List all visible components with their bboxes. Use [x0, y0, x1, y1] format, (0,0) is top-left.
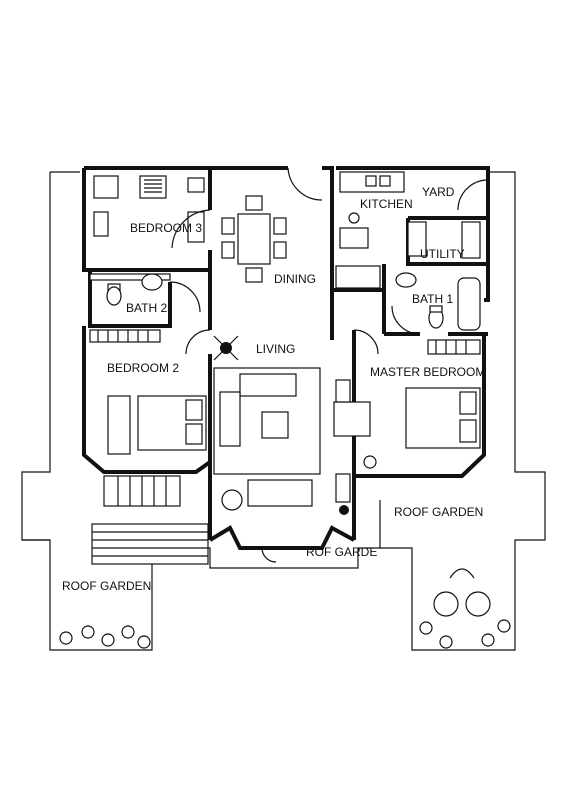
wardrobe-master — [427, 339, 481, 355]
chair-icon — [433, 568, 491, 617]
label-living: LIVING — [256, 342, 295, 356]
label-utility: UTILITY — [420, 247, 465, 261]
bath2-fixtures — [106, 273, 163, 306]
label-dining: DINING — [274, 272, 316, 286]
label-bath2: BATH 2 — [126, 301, 167, 315]
tree-icon — [59, 619, 511, 649]
bathtub-icon — [457, 277, 481, 331]
toilet-icon — [106, 286, 122, 306]
sink-icon — [141, 273, 163, 291]
door-swing-icon — [169, 167, 489, 563]
label-roof-garden-left: ROOF GARDEN — [62, 579, 151, 593]
sofa-icon — [213, 367, 351, 511]
label-bedroom2: BEDROOM 2 — [107, 361, 179, 375]
label-bath1: BATH 1 — [412, 292, 453, 306]
stair-icon — [91, 475, 209, 565]
sink-icon — [395, 272, 417, 288]
plant-icon — [213, 335, 349, 515]
label-roof-garden-right: ROOF GARDEN — [394, 505, 483, 519]
master-bed-icon — [333, 387, 481, 469]
label-kitchen: KITCHEN — [360, 197, 413, 211]
label-master-bedroom: MASTER BEDROOM — [370, 365, 485, 379]
bed-icon — [107, 395, 207, 455]
label-bedroom3: BEDROOM 3 — [130, 221, 202, 235]
label-yard: YARD — [422, 185, 455, 199]
wardrobe-bedroom2 — [89, 329, 161, 343]
kitchen-counter — [335, 171, 481, 289]
label-roof-garden-center: ROF GARDE — [306, 545, 377, 559]
stove-icon — [348, 212, 360, 224]
bath1-fixtures — [395, 272, 481, 331]
dining-table-icon — [221, 195, 287, 283]
wardrobe-bedroom3 — [93, 175, 205, 243]
site-outline — [21, 171, 546, 651]
wardrobe-bath2-band — [89, 273, 171, 281]
